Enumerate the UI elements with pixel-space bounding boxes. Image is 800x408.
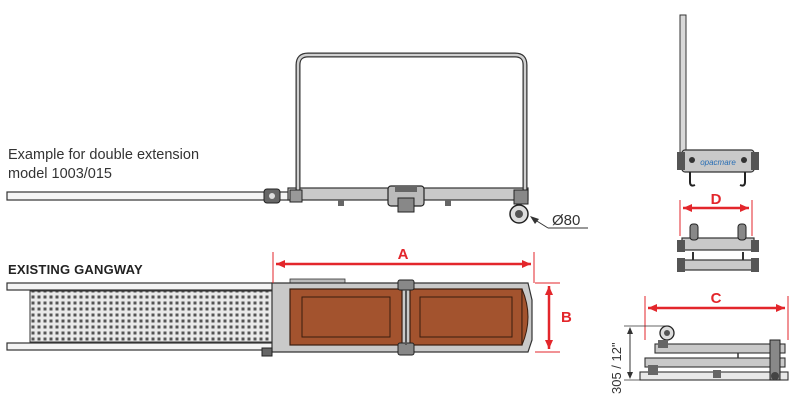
dimension-height: 305 / 12": [609, 325, 668, 394]
dimension-d: D: [679, 191, 753, 236]
hinge-icon: [263, 188, 303, 204]
dimension-a-label: A: [398, 246, 409, 263]
gangway-beam: [6, 191, 290, 201]
top-view: [6, 278, 533, 357]
caption-line-1: Example for double extension: [8, 147, 200, 163]
brand-label: opacmare: [700, 158, 736, 167]
perforated-panel: [29, 290, 274, 343]
folded-view: [639, 325, 789, 381]
caption: Example for double extension model 1003/…: [8, 146, 199, 184]
dimension-a: A: [272, 246, 535, 283]
dimension-d-label: D: [711, 191, 722, 208]
rear-view: [677, 223, 759, 272]
dimension-b: B: [535, 282, 572, 353]
dimension-c-label: C: [711, 290, 722, 307]
existing-gangway-heading: EXISTING GANGWAY: [8, 262, 143, 277]
handrail: [295, 52, 528, 195]
deck-board-right: [409, 288, 523, 346]
side-view: Ø80: [6, 52, 588, 229]
caption-line-2: model 1003/015: [8, 166, 112, 182]
center-clamp-icon: [387, 185, 425, 213]
dimension-b-label: B: [561, 309, 572, 326]
wheel-diameter-label: Ø80: [552, 212, 580, 229]
dimension-c: C: [644, 290, 789, 340]
deck-board-left: [289, 288, 403, 346]
front-view: opacmare: [677, 14, 759, 187]
height-note-label: 305 / 12": [609, 342, 624, 394]
